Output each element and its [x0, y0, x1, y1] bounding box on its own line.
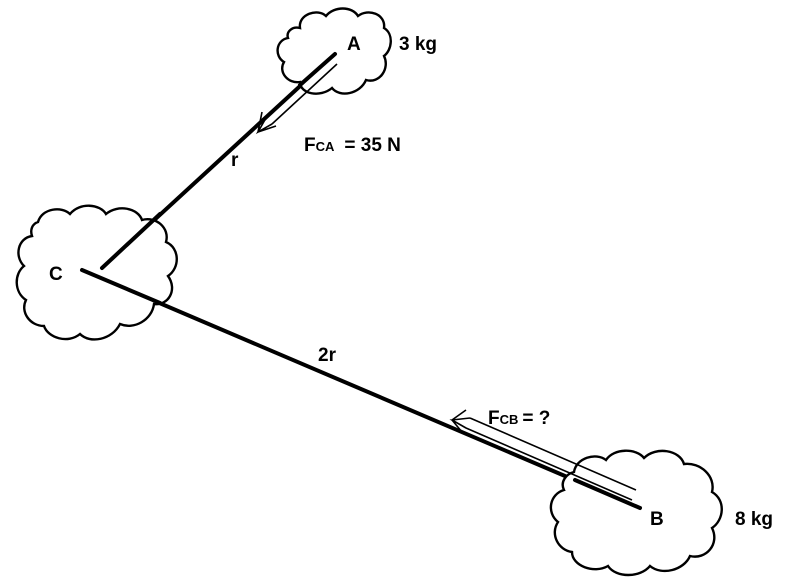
force-cb-value: = ?: [522, 408, 550, 429]
body-c-cloud: [15, 204, 178, 341]
force-ca-value: = 35 N: [344, 135, 401, 156]
body-c-label: C: [49, 264, 63, 285]
force-ca-subscript: CA: [316, 139, 335, 154]
rod-b-inner: [573, 478, 642, 510]
force-ca-label: FCA = 35 N: [304, 135, 401, 156]
body-b-label: B: [650, 509, 664, 530]
force-cb-label: FCB= ?: [488, 408, 550, 429]
body-a-cloud: [276, 7, 392, 95]
body-b-mass: 8 kg: [735, 509, 773, 530]
force-cb-subscript: CB: [500, 412, 519, 427]
force-arrow-ca: [255, 57, 338, 135]
force-cb-symbol: F: [488, 408, 500, 429]
rod-c-a-inner: [100, 212, 162, 270]
body-a-mass: 3 kg: [399, 34, 437, 55]
force-ca-symbol: F: [304, 135, 316, 156]
rod-c-b-inner: [80, 268, 162, 305]
rod-c-b: [80, 268, 642, 510]
body-b-cloud: [549, 449, 723, 577]
force-arrow-cb: [449, 409, 637, 501]
distance-cb-label: 2r: [318, 345, 337, 366]
distance-ca-label: r: [231, 150, 239, 171]
body-a-label: A: [347, 34, 361, 55]
